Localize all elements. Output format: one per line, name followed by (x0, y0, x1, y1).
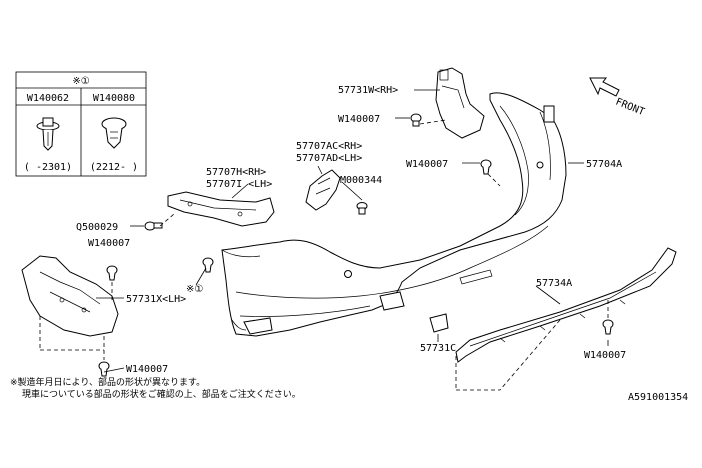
fastener-bottom (98, 361, 110, 377)
legend-header: ※① (72, 76, 89, 87)
bracket-57707ac (305, 169, 341, 211)
lower-garnish-57734a (455, 247, 677, 363)
clip-57731c (429, 313, 449, 333)
label-q500029: Q500029 (76, 222, 118, 233)
legend-range-2: (2212- ) (90, 162, 138, 173)
label-57707ad: 57707AD<LH> (296, 153, 362, 164)
fastener-q500029 (144, 221, 163, 231)
fastener-mid (480, 159, 492, 175)
fastener-legend: ※① W140062 W140080 ( -2301) (2212- ) (15, 71, 147, 177)
fastener-right (602, 319, 614, 335)
diagram-id: A591001354 (628, 392, 688, 403)
clip-w140062-icon (36, 117, 60, 151)
front-arrow: FRONT (589, 77, 646, 118)
bracket-57731w (435, 67, 485, 139)
label-57707h: 57707H<RH> (206, 167, 266, 178)
legend-code-2: W140080 (93, 93, 135, 104)
footnote-2: 現車についている部品の形状をご確認の上、部品をご注文ください。 (22, 388, 301, 400)
label-57731c: 57731C (420, 343, 456, 354)
legend-range-1: ( -2301) (24, 162, 72, 173)
label-57731x: 57731X<LH> (126, 294, 186, 305)
label-57734a: 57734A (536, 278, 572, 289)
assembly-lines (39, 119, 609, 391)
bracket-57731x (21, 255, 119, 337)
label-57704a: 57704A (586, 159, 622, 170)
clip-w140080-icon (101, 117, 127, 149)
label-w140007-mid: W140007 (406, 159, 448, 170)
fastener-m000344 (356, 202, 368, 215)
footnote-1: ※製造年月日により、部品の形状が異なります。 (10, 376, 205, 388)
label-ref1: ※① (186, 284, 203, 295)
label-w140007-right: W140007 (584, 350, 626, 361)
fastener-top (410, 113, 422, 127)
label-57707ac: 57707AC<RH> (296, 141, 362, 152)
label-w140007-bottom: W140007 (126, 364, 168, 375)
label-57731w: 57731W<RH> (338, 85, 398, 96)
fastener-left (106, 265, 118, 281)
fastener-ref1 (202, 257, 214, 273)
front-label: FRONT (614, 97, 646, 118)
label-57707i: 57707I <LH> (206, 179, 272, 190)
label-w140007-left: W140007 (88, 238, 130, 249)
leader-lines (96, 89, 609, 373)
rear-bumper-cover (221, 92, 567, 337)
side-bracket-57707h (167, 191, 275, 227)
label-w140007-top: W140007 (338, 114, 380, 125)
label-m000344: M000344 (340, 175, 382, 186)
legend-code-1: W140062 (27, 93, 69, 104)
